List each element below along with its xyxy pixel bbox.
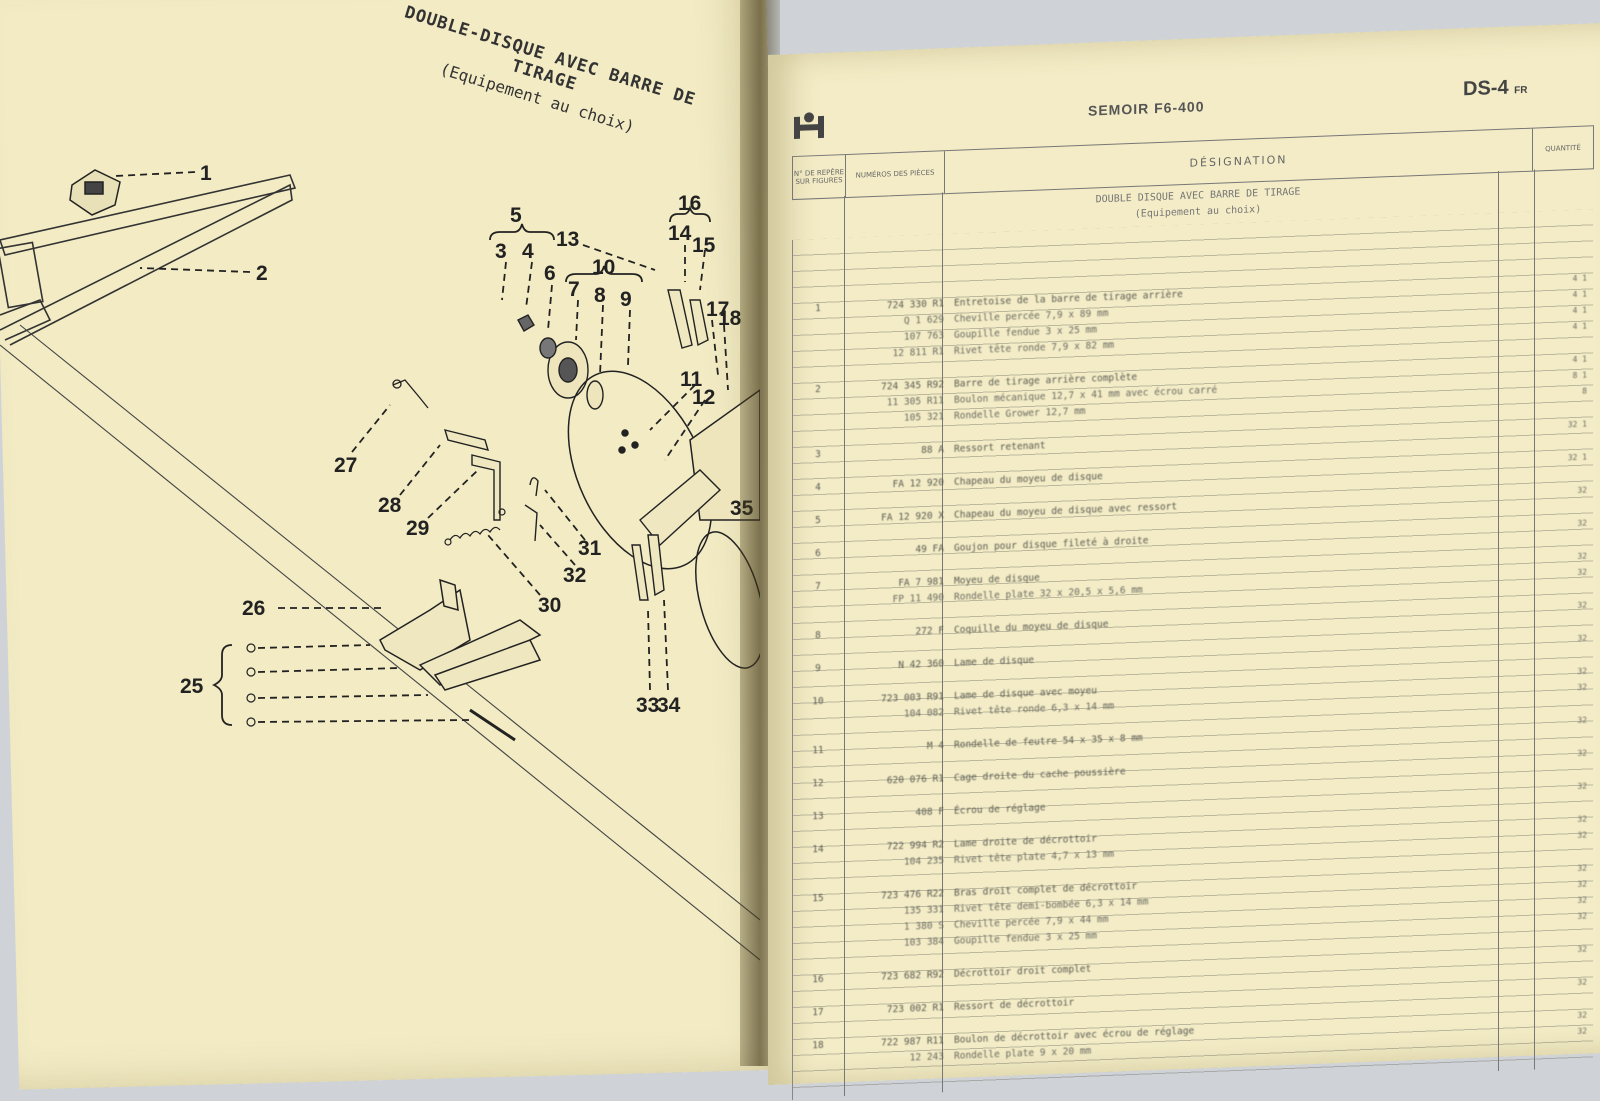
part-30-spring	[444, 508, 506, 546]
callout-30: 30	[538, 594, 561, 617]
catalog-page-code-suffix: FR	[1514, 84, 1528, 97]
callout-11: 11	[680, 368, 703, 391]
row-ref: 7	[815, 580, 821, 593]
callout-5: 5	[510, 204, 522, 227]
callout-4: 4	[522, 240, 534, 263]
callout-8: 8	[594, 284, 606, 307]
callout-13: 13	[556, 228, 579, 251]
callout-16: 16	[678, 192, 701, 215]
callout-10: 10	[592, 256, 615, 279]
part-28-29-brackets	[443, 429, 501, 521]
row-ref: 6	[815, 547, 821, 560]
row-ref: 12	[812, 777, 824, 790]
leader-arrows	[114, 171, 729, 723]
callout-18: 18	[718, 307, 742, 330]
row-ref: 9	[815, 662, 821, 675]
catalog-machine-title: SEMOIR F6-400	[1088, 98, 1205, 119]
row-ref: 13	[812, 810, 824, 823]
col-divider	[942, 192, 943, 1093]
row-ref: 18	[812, 1039, 824, 1052]
row-ref: 16	[812, 973, 824, 986]
callout-3: 3	[495, 240, 507, 263]
callout-31: 31	[578, 537, 602, 560]
row-ref: 15	[812, 892, 824, 905]
callout-33: 33	[636, 694, 659, 717]
grouping-braces	[211, 205, 711, 726]
callout-28: 28	[378, 494, 402, 517]
catalog-page-code: DS-4 FR	[1463, 76, 1527, 101]
row-ref: 3	[815, 448, 821, 461]
exploded-parts-diagram: 1 2 3 4 5 6 7 8 9 10 11 12 13 14 15 16 1…	[0, 162, 760, 961]
long-beam	[0, 324, 760, 961]
callout-14: 14	[668, 222, 692, 245]
row-ref: 11	[812, 744, 824, 757]
row-ref: 8	[815, 629, 821, 642]
callout-32: 32	[563, 564, 586, 587]
callout-29: 29	[406, 517, 429, 540]
catalog-page-code-main: DS-4	[1463, 76, 1509, 101]
callout-26: 26	[242, 597, 265, 620]
callout-1: 1	[200, 162, 212, 185]
row-ref: 5	[815, 514, 821, 527]
callout-9: 9	[620, 288, 632, 311]
part-1-clamp	[69, 169, 121, 216]
row-ref: 4	[815, 481, 821, 494]
part-26-bracket	[379, 578, 542, 742]
part-25-washers	[246, 643, 256, 727]
callout-17: 17	[706, 298, 729, 321]
col-divider	[1498, 170, 1499, 1071]
callout-2: 2	[256, 262, 268, 285]
row-ref: 17	[812, 1006, 824, 1019]
scraper-parts	[631, 289, 722, 601]
row-ref: 10	[812, 695, 824, 708]
col-divider	[1534, 169, 1535, 1070]
callout-34: 34	[657, 694, 681, 717]
ih-logo-icon	[794, 112, 824, 140]
row-ref: 1	[815, 302, 821, 315]
right-page: SEMOIR F6-400 DS-4 FR N° DE REPÈRE SUR F…	[768, 22, 1600, 1101]
header-ref: N° DE REPÈRE SUR FIGURES	[793, 155, 846, 200]
part-27-clip	[392, 379, 429, 409]
callout-15: 15	[692, 234, 716, 257]
part-31-32-pins	[524, 477, 539, 542]
row-ref: 2	[815, 383, 821, 396]
callout-12: 12	[692, 386, 715, 409]
callout-27: 27	[334, 454, 357, 477]
drawbar-frame	[0, 174, 297, 346]
header-part-number: NUMÉROS DES PIÈCES	[846, 151, 945, 198]
col-divider	[844, 196, 845, 1097]
callout-7: 7	[568, 278, 580, 301]
row-ref: 14	[812, 843, 824, 856]
hub-assembly	[517, 314, 604, 410]
callout-25: 25	[180, 675, 204, 698]
callout-6: 6	[544, 262, 556, 285]
header-quantity: QUANTITÉ	[1545, 143, 1581, 154]
